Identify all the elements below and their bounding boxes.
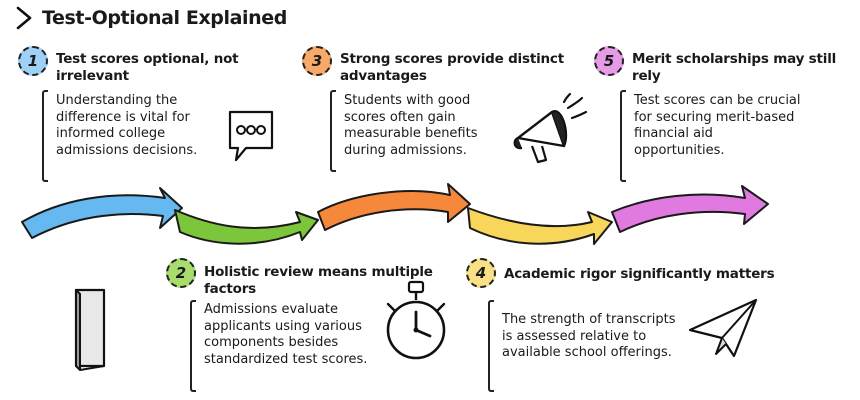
book-icon [74, 288, 106, 371]
step-3-heading: Strong scores provide distinct advantage… [340, 51, 564, 84]
flow-arrow-2 [174, 209, 319, 245]
step-2-heading: Holistic review means multiple factors [204, 264, 433, 297]
step-4-heading: Academic rigor significantly matters [504, 266, 775, 282]
step-5-description: Test scores can be crucial for securing … [634, 93, 801, 158]
step-4-bracket [488, 300, 494, 392]
flow-arrow-3 [317, 183, 471, 231]
step-1-heading: Test scores optional, not irrelevant [56, 51, 239, 84]
step-5-bracket [620, 90, 626, 182]
stopwatch-icon [386, 280, 446, 360]
chat-bubble-icon [228, 110, 274, 162]
flow-arrow-5 [611, 185, 769, 233]
title-text: Test-Optional Explained [42, 7, 287, 29]
step-2-number-badge: 2 [166, 258, 196, 288]
step-2-bracket [190, 300, 196, 392]
step-1-description: Understanding the difference is vital fo… [56, 93, 198, 158]
step-5-number-badge: 5 [594, 46, 624, 76]
flow-arrow-1 [21, 187, 183, 239]
step-1-number-badge: 1 [18, 46, 48, 76]
step-2-description: Admissions evaluate applicants using var… [204, 302, 368, 367]
step-5-heading: Merit scholarships may still rely [632, 51, 837, 84]
step-4-number-badge: 4 [466, 258, 496, 288]
flow-arrow-4 [467, 207, 613, 245]
step-4-description: The strength of transcripts is assessed … [502, 312, 676, 360]
step-3-number-badge: 3 [302, 46, 332, 76]
step-3-bracket [330, 90, 336, 172]
page-title: Test-Optional Explained [14, 4, 287, 32]
paper-plane-icon [688, 298, 758, 358]
step-1-bracket [42, 90, 48, 182]
step-3-description: Students with good scores often gain mea… [344, 93, 478, 158]
chevron-right-icon [16, 6, 32, 30]
megaphone-icon [513, 92, 588, 164]
